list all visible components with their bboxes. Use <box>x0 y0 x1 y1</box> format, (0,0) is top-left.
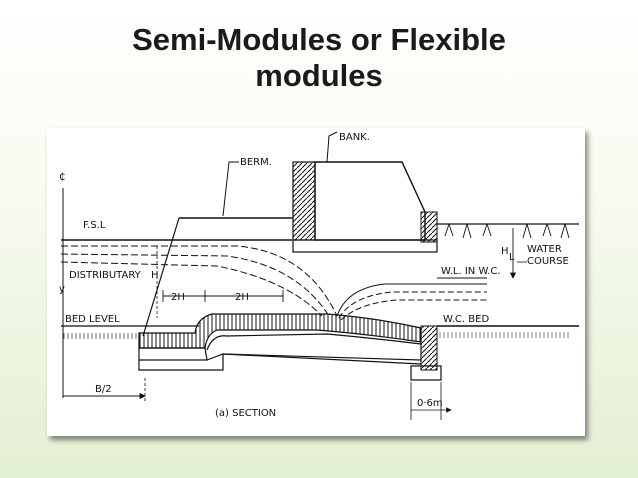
two-h-label-1: 2H <box>171 292 185 303</box>
water-course-label-1: WATER <box>527 244 562 255</box>
berm-leader <box>222 161 239 217</box>
water-course-label-2: COURSE <box>527 256 569 267</box>
bank-base-slab <box>292 239 438 253</box>
berm-slope <box>142 217 180 337</box>
slide-title-line-1: Semi-Modules or Flexible <box>132 22 506 57</box>
y-label: y <box>59 284 65 295</box>
berm-label: BERM. <box>240 157 272 168</box>
bank-leader <box>326 131 338 163</box>
ground-vegetation <box>444 223 570 239</box>
hl-subscript: L <box>509 252 515 263</box>
downstream-wall <box>420 325 438 371</box>
outlet-jet-curve <box>336 283 487 317</box>
bank-body <box>314 161 426 241</box>
dim-06m-label: 0·6m <box>417 398 443 409</box>
crest-hatched-layer <box>138 313 422 349</box>
diagram-figure: ₵ F.S.L BERM. BANK. DISTRIBUTARY y H <box>47 128 585 436</box>
fsl-label: F.S.L <box>83 220 106 231</box>
distributary-water-line-1 <box>61 245 338 317</box>
outlet-jet-curve-2 <box>338 291 487 319</box>
two-h-label-2: 2H <box>235 292 249 303</box>
floor-slab <box>138 333 422 361</box>
bed-level-label: BED LEVEL <box>65 314 120 325</box>
h-top-label: H <box>151 270 159 281</box>
downstream-footing <box>410 365 442 381</box>
bank-left-wall <box>292 161 316 241</box>
distributary-water-line-2 <box>60 253 330 317</box>
bed-level-band <box>61 333 141 339</box>
distributary-label: DISTRIBUTARY <box>69 270 142 281</box>
distributary-water-line-3 <box>60 261 323 317</box>
slide-title: Semi-Modules or Flexible modules <box>0 22 638 94</box>
slide-title-line-2: modules <box>255 58 383 93</box>
bank-right-wall <box>420 211 438 243</box>
section-diagram: ₵ F.S.L BERM. BANK. DISTRIBUTARY y H <box>59 131 579 420</box>
floor-base <box>138 353 422 371</box>
wc-bed-label: W.C. BED <box>443 314 489 325</box>
wl-in-wc-label: W.L. IN W.C. <box>441 266 501 277</box>
centre-line-symbol: ₵ <box>59 172 65 183</box>
section-caption: (a) SECTION <box>215 408 276 419</box>
wc-bed-band <box>439 332 569 338</box>
b-half-label: B/2 <box>95 384 112 395</box>
bank-label: BANK. <box>339 132 370 143</box>
hl-label: H <box>501 246 509 257</box>
